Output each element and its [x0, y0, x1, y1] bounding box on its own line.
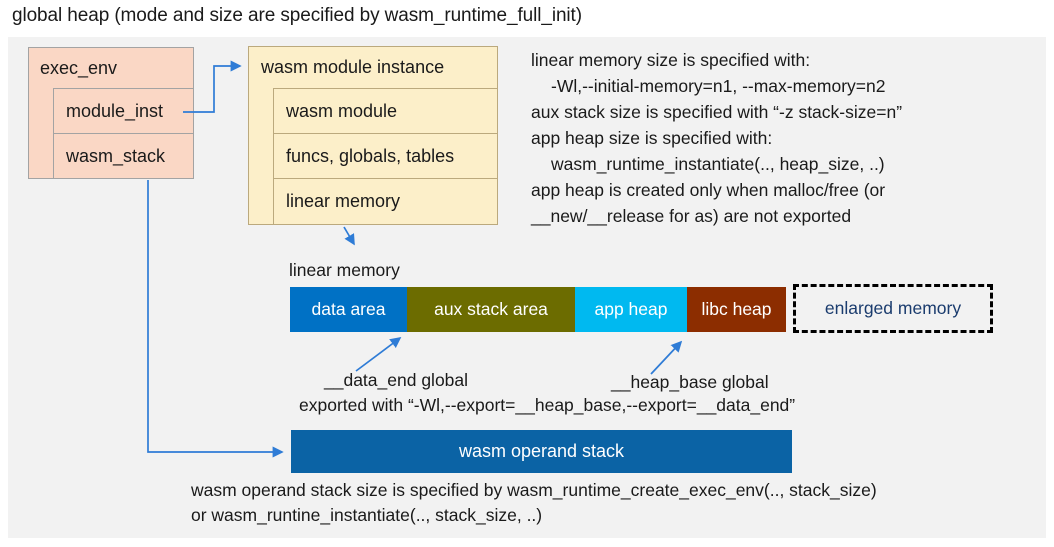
operand-stack-note-line1: wasm operand stack size is specified by … — [191, 480, 877, 500]
config-notes: linear memory size is specified with: -W… — [531, 47, 1053, 229]
module-inst-box: module_inst — [53, 88, 194, 134]
segment-aux-stack-area: aux stack area — [407, 287, 575, 332]
segment-app-heap: app heap — [575, 287, 687, 332]
segment-enlarged-memory: enlarged memory — [793, 284, 993, 333]
slide-title: global heap (mode and size are specified… — [12, 5, 582, 26]
module-instance-label: wasm module instance — [261, 56, 445, 77]
linear-memory-box: linear memory — [273, 178, 498, 225]
segment-libc-heap: libc heap — [687, 287, 786, 332]
note-line: __new/__release for as) are not exported — [531, 206, 852, 226]
note-line: -Wl,--initial-memory=n1, --max-memory=n2 — [551, 76, 886, 96]
note-line: app heap size is specified with: — [531, 128, 773, 148]
operand-stack-note-line2: or wasm_runtine_instantiate(.., stack_si… — [191, 505, 543, 525]
data-end-global-label: __data_end global — [324, 370, 469, 390]
note-line: wasm_runtime_instantiate(.., heap_size, … — [551, 154, 885, 174]
wasm-stack-box: wasm_stack — [53, 133, 194, 179]
wasm-module-box: wasm module — [273, 88, 498, 134]
funcs-globals-tables-box: funcs, globals, tables — [273, 133, 498, 179]
exported-with-label: exported with “-Wl,--export=__heap_base,… — [299, 395, 796, 415]
exec-env-label: exec_env — [40, 57, 118, 78]
wasm-operand-stack-bar: wasm operand stack — [291, 430, 792, 473]
note-line: linear memory size is specified with: — [531, 50, 811, 70]
heap-base-global-label: __heap_base global — [611, 372, 769, 392]
segment-data-area: data area — [290, 287, 407, 332]
note-line: aux stack size is specified with “-z sta… — [531, 102, 903, 122]
linear-memory-label: linear memory — [289, 260, 400, 280]
note-line: app heap is created only when malloc/fre… — [531, 180, 886, 200]
